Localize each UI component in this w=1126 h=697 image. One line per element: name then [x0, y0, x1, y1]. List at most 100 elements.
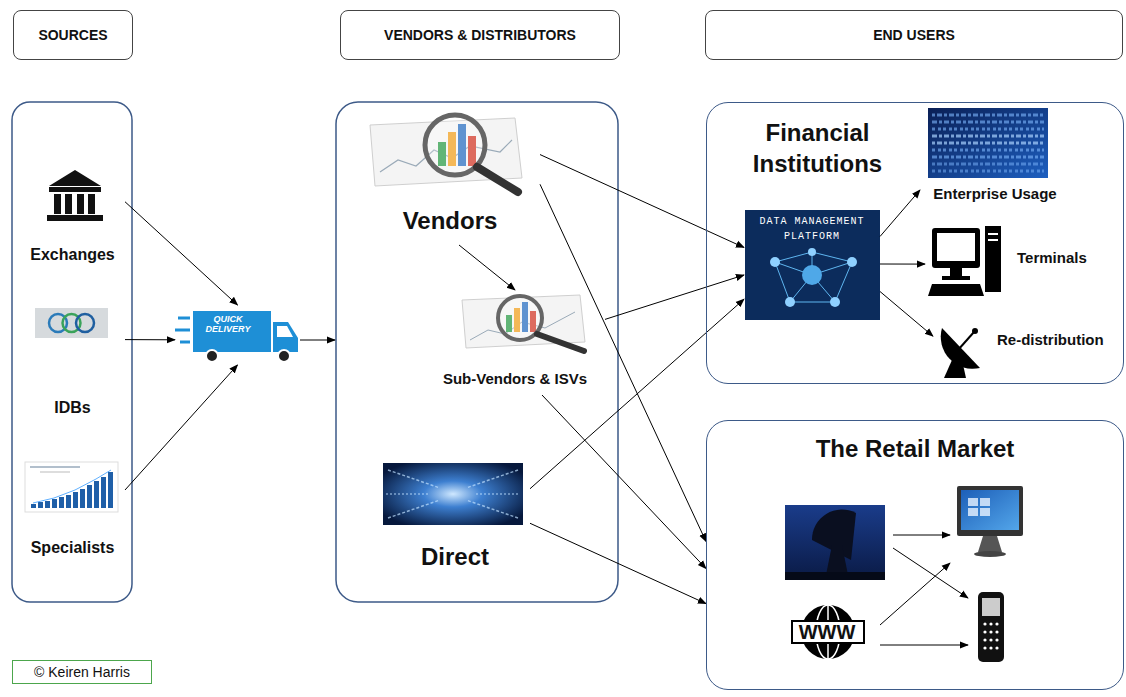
- delivery-truck-icon: [175, 311, 298, 362]
- platform-image: [745, 210, 880, 320]
- platform-image: [745, 210, 880, 320]
- vendor-item: Direct: [380, 460, 530, 575]
- node-label: DATA MANAGEMENT PLATFORM: [752, 214, 872, 244]
- node-label: QUICK DELIVERY: [193, 314, 263, 335]
- idb-logo: [76, 314, 94, 332]
- flow-arrow: [880, 535, 968, 645]
- data-tunnel-image: [476, 493, 520, 495]
- node-label: IDBs: [54, 398, 90, 417]
- phone-icon: [978, 592, 1004, 662]
- vendor-item: Vendors: [360, 110, 540, 245]
- satellite-dish-icon: [944, 360, 966, 378]
- phone-icon: [995, 638, 998, 641]
- source-item: IDBs: [20, 300, 125, 420]
- idb-logo: [35, 308, 108, 338]
- source-item: Exchanges: [20, 165, 125, 270]
- connector-arrow: [540, 184, 706, 541]
- flow-arrow: [880, 645, 968, 646]
- node-label: Financial Institutions: [735, 117, 900, 179]
- platform-image: [835, 262, 852, 302]
- phone-icon: [989, 638, 992, 641]
- specialist-chart: [33, 470, 111, 503]
- specialist-chart: [38, 502, 43, 508]
- data-tunnel-image: [466, 500, 518, 518]
- connector-arrow: [880, 190, 920, 237]
- specialist-chart: [25, 462, 118, 512]
- binary-image: [932, 142, 1044, 145]
- analytics-icon: [477, 167, 518, 192]
- globe-icon: [792, 605, 864, 659]
- flow-arrow: [300, 340, 335, 341]
- phone-icon: [978, 592, 1004, 662]
- delivery-truck-icon: [180, 341, 190, 344]
- platform-image: [802, 265, 822, 285]
- header-box: VENDORS & DISTRIBUTORS: [340, 10, 620, 60]
- binary-image: [932, 128, 1044, 131]
- connector-arrow: [530, 299, 744, 489]
- connector-arrow: [125, 202, 238, 305]
- specialist-chart: [40, 472, 70, 473]
- computer-icon: [932, 228, 980, 268]
- sources-panel: [12, 102, 132, 602]
- vendor-item: Sub-Vendors & ISVs: [425, 290, 605, 395]
- desktop-icon: [980, 498, 990, 506]
- connector-arrow: [125, 365, 238, 490]
- node-label: Specialists: [31, 538, 115, 557]
- computer-icon: [942, 276, 970, 280]
- specialist-chart: [30, 466, 80, 468]
- analytics-icon: [462, 295, 585, 351]
- platform-image: [847, 257, 857, 267]
- specialist-chart: [87, 485, 92, 508]
- satellite-image: [826, 545, 848, 575]
- bank-icon: [54, 194, 61, 214]
- specialist-chart: [45, 501, 50, 508]
- desktop-icon: [957, 486, 1023, 557]
- specialist-chart: [80, 489, 85, 508]
- source-item: Specialists: [20, 460, 125, 560]
- computer-icon: [988, 239, 998, 241]
- vendors-panel: [336, 102, 618, 602]
- phone-icon: [983, 630, 986, 633]
- node-label: WWW: [799, 622, 856, 642]
- bank-icon: [47, 215, 103, 221]
- binary-image: [932, 149, 1044, 152]
- node-label: Direct: [421, 543, 489, 572]
- data-tunnel-image: [388, 500, 440, 518]
- desktop-icon: [974, 551, 1006, 557]
- phone-icon: [995, 646, 998, 649]
- connector-arrow: [459, 245, 515, 290]
- vendors-panel: [336, 102, 618, 602]
- binary-image: [932, 163, 1044, 166]
- specialist-chart: [94, 481, 99, 508]
- platform-image: [790, 302, 835, 303]
- data-tunnel-image: [383, 463, 523, 525]
- data-tunnel-image: [383, 463, 523, 525]
- connector-arrow: [530, 523, 706, 603]
- platform-image: [808, 248, 816, 256]
- analytics-icon: [370, 115, 522, 192]
- platform-box: DATA MANAGEMENT PLATFORM: [744, 209, 880, 319]
- connector-arrow: [125, 339, 175, 340]
- computer-icon: [950, 268, 962, 276]
- phone-icon: [983, 638, 986, 641]
- phone-icon: [995, 630, 998, 633]
- node-label: Re-distribution: [997, 331, 1104, 349]
- delivery-truck-icon: [277, 326, 293, 337]
- platform-image: [770, 257, 780, 267]
- satellite-image: [785, 572, 885, 580]
- desktop-icon: [980, 508, 990, 516]
- platform-image: [812, 252, 852, 262]
- node-label: The Retail Market: [816, 435, 1015, 464]
- flow-arrow: [880, 563, 950, 625]
- desktop-icon: [968, 508, 978, 516]
- data-tunnel-image: [466, 470, 518, 488]
- phone-icon: [995, 622, 998, 625]
- binary-image: [932, 135, 1044, 138]
- user-item: Enterprise Usage: [920, 105, 1070, 205]
- data-tunnel-image: [388, 470, 440, 488]
- copyright-box: © Keiren Harris: [12, 660, 152, 684]
- phone-icon: [983, 646, 986, 649]
- specialist-chart: [31, 504, 36, 508]
